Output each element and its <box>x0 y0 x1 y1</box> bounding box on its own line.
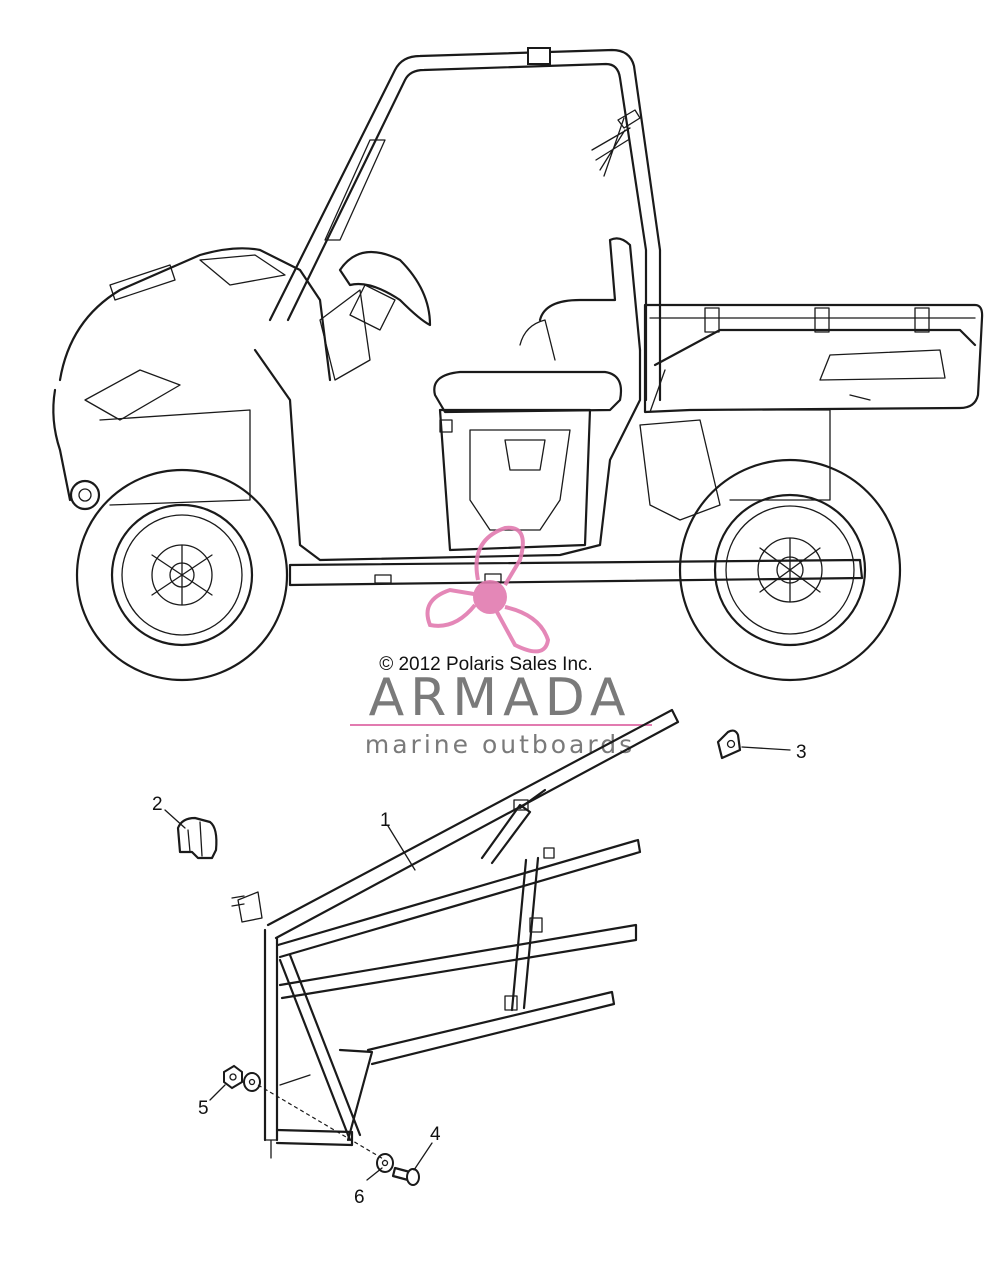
armada-watermark: © 2012 Polaris Sales Inc. ARMADA marine … <box>350 525 652 759</box>
frame-rail <box>99 409 864 587</box>
leader-1 <box>387 825 416 871</box>
leader-5 <box>209 1084 226 1101</box>
propeller-logo-icon <box>425 525 551 654</box>
washer-upper <box>243 1072 261 1092</box>
part-6-washer <box>376 1153 394 1173</box>
callout-3: 3 <box>796 742 807 763</box>
leader-2 <box>164 809 186 829</box>
part-1-frame-assembly <box>231 708 680 1159</box>
callout-4: 4 <box>430 1124 441 1145</box>
steering-wheel <box>319 250 432 381</box>
watermark-tagline: marine outboards <box>365 730 635 759</box>
roll-cage <box>268 47 662 402</box>
callout-6: 6 <box>354 1187 365 1208</box>
assembly-path-line <box>257 1084 386 1161</box>
side-body <box>253 348 642 562</box>
seat <box>433 237 642 414</box>
rear-wheel <box>678 458 902 682</box>
leader-6 <box>366 1167 383 1181</box>
callout-2: 2 <box>152 794 163 815</box>
copyright-text: © 2012 Polaris Sales Inc. <box>379 654 593 675</box>
cargo-bed <box>643 303 984 414</box>
leader-4 <box>413 1142 433 1171</box>
part-5-nut <box>223 1064 243 1090</box>
part-3-bracket <box>716 729 742 760</box>
front-body <box>52 247 332 511</box>
callout-5: 5 <box>198 1098 209 1119</box>
callout-1: 1 <box>380 810 391 831</box>
front-wheel <box>75 468 289 682</box>
leader-lines <box>164 746 791 1181</box>
utility-vehicle-illustration <box>52 47 984 682</box>
part-2-clip <box>176 816 218 860</box>
part-4-bolt <box>391 1166 420 1186</box>
leader-3 <box>741 746 791 751</box>
watermark-brand: ARMADA <box>369 668 632 728</box>
